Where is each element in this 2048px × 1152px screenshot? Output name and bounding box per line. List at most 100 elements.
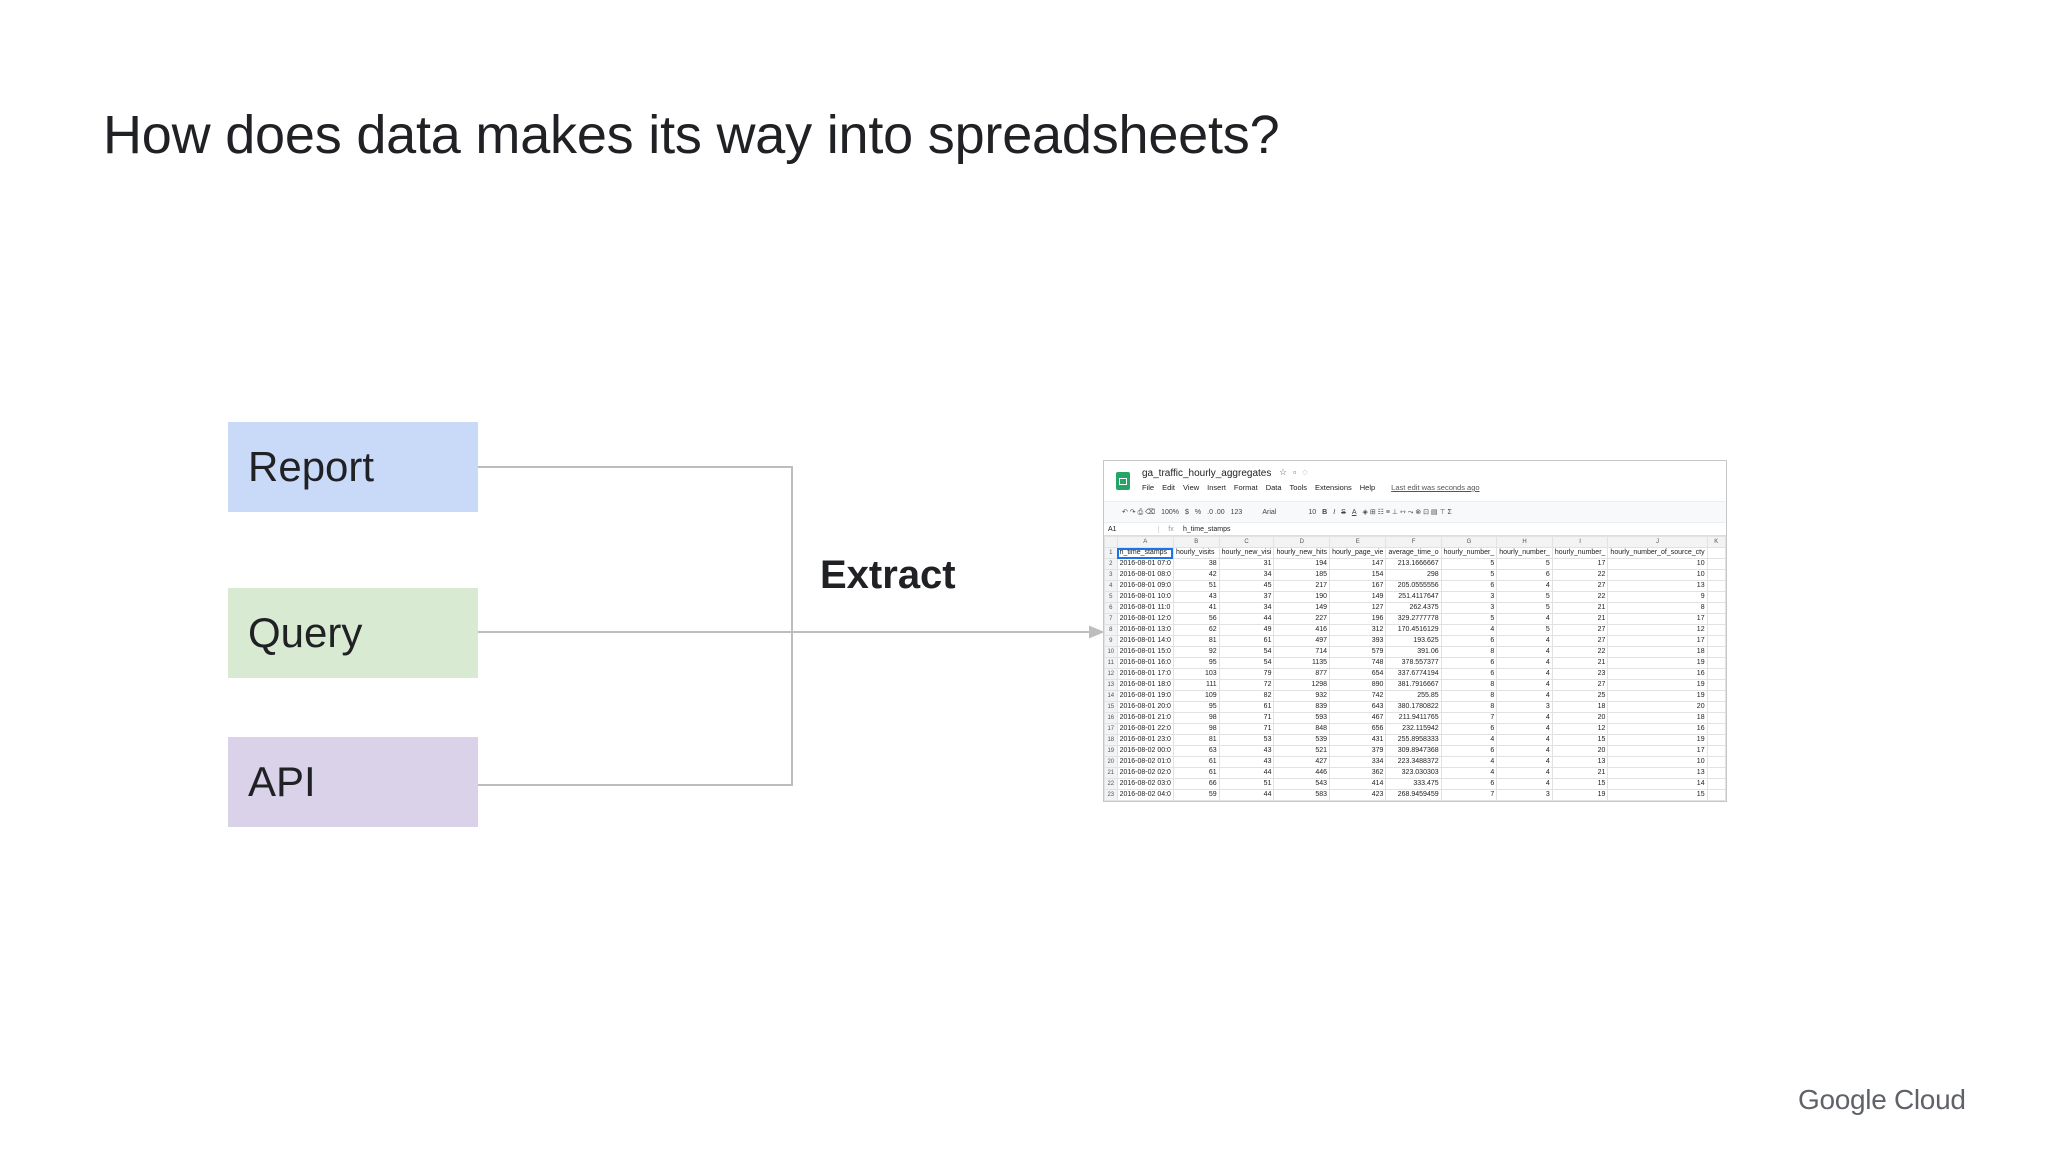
table-cell: 8	[1440, 679, 1498, 691]
table-cell: 4	[1496, 756, 1553, 768]
table-cell: 2016-08-01 17:0	[1116, 668, 1174, 680]
currency-button: $	[1184, 508, 1189, 516]
sheet-menu-item: Format	[1233, 483, 1258, 492]
table-cell	[1706, 778, 1726, 790]
table-cell: 63	[1172, 745, 1220, 757]
table-cell	[1706, 767, 1726, 779]
table-cell: 43	[1172, 591, 1220, 603]
column-header: A	[1116, 536, 1174, 548]
table-cell: 51	[1218, 778, 1275, 790]
column-header: F	[1385, 536, 1442, 548]
table-cell: 22	[1551, 646, 1609, 658]
table-cell: 27	[1551, 679, 1609, 691]
sheet-menu-item: Extensions	[1315, 483, 1352, 492]
row-number: 20	[1104, 756, 1118, 768]
table-cell	[1706, 580, 1726, 592]
bold-button: B	[1322, 508, 1328, 516]
table-cell: 12	[1551, 723, 1609, 735]
table-cell: 44	[1218, 613, 1275, 625]
table-cell: 2016-08-02 01:0	[1116, 756, 1174, 768]
table-cell: 2016-08-01 10:0	[1116, 591, 1174, 603]
table-cell: 4	[1496, 767, 1553, 779]
table-cell: 323.030303	[1385, 767, 1442, 779]
row-number: 21	[1104, 767, 1118, 779]
header-cell: hourly_new_hits	[1273, 547, 1331, 559]
formula-value: h_time_stamps	[1183, 525, 1231, 533]
table-cell: 14	[1607, 778, 1708, 790]
table-cell: 2016-08-01 18:0	[1116, 679, 1174, 691]
table-cell: 43	[1218, 756, 1275, 768]
table-cell: 932	[1273, 690, 1331, 702]
table-cell: 6	[1440, 657, 1498, 669]
zoom-select: 100%	[1161, 508, 1179, 516]
source-report-box: Report	[228, 422, 478, 512]
table-cell: 262.4375	[1385, 602, 1442, 614]
table-cell: 10	[1607, 558, 1708, 570]
table-cell: 17	[1607, 635, 1708, 647]
table-cell: 5	[1440, 569, 1498, 581]
undo-icon: ↶ ↷ ⎙ ⌫	[1122, 508, 1156, 516]
sheet-file-name: ga_traffic_hourly_aggregates	[1142, 468, 1272, 479]
table-cell: 193.625	[1385, 635, 1442, 647]
row-number: 12	[1104, 668, 1118, 680]
table-cell: 98	[1172, 712, 1220, 724]
grid-corner	[1104, 536, 1118, 548]
table-cell: 2016-08-01 20:0	[1116, 701, 1174, 713]
column-header: J	[1607, 536, 1708, 548]
table-cell: 205.0555556	[1385, 580, 1442, 592]
table-cell: 5	[1440, 558, 1498, 570]
table-cell: 66	[1172, 778, 1220, 790]
table-cell: 4	[1496, 613, 1553, 625]
table-cell: 45	[1218, 580, 1275, 592]
table-cell	[1706, 635, 1726, 647]
column-header: H	[1496, 536, 1553, 548]
table-cell: 6	[1440, 580, 1498, 592]
table-cell: 61	[1218, 635, 1275, 647]
table-cell: 2016-08-01 22:0	[1116, 723, 1174, 735]
table-cell: 37	[1218, 591, 1275, 603]
table-cell: 2016-08-01 08:0	[1116, 569, 1174, 581]
column-header: I	[1551, 536, 1609, 548]
table-cell: 18	[1551, 701, 1609, 713]
table-cell: 4	[1496, 712, 1553, 724]
table-cell: 255.85	[1385, 690, 1442, 702]
decimals-button: .0 .00	[1207, 508, 1225, 516]
table-cell	[1706, 756, 1726, 768]
table-cell: 654	[1329, 668, 1387, 680]
table-cell	[1706, 569, 1726, 581]
table-cell: 41	[1172, 602, 1220, 614]
table-cell: 19	[1607, 657, 1708, 669]
table-cell: 2016-08-01 14:0	[1116, 635, 1174, 647]
row-number: 5	[1104, 591, 1118, 603]
table-cell: 15	[1607, 789, 1708, 801]
table-cell: 81	[1172, 734, 1220, 746]
table-cell: 643	[1329, 701, 1387, 713]
table-cell: 23	[1551, 668, 1609, 680]
table-cell: 19	[1607, 679, 1708, 691]
table-cell: 5	[1440, 613, 1498, 625]
table-cell: 19	[1551, 789, 1609, 801]
row-number: 16	[1104, 712, 1118, 724]
table-cell: 21	[1551, 657, 1609, 669]
table-cell: 27	[1551, 635, 1609, 647]
header-cell: hourly_number_of_source_cty	[1607, 547, 1708, 559]
table-cell: 213.1666667	[1385, 558, 1442, 570]
table-cell	[1706, 712, 1726, 724]
table-cell	[1706, 679, 1726, 691]
table-cell: 79	[1218, 668, 1275, 680]
table-cell: 194	[1273, 558, 1331, 570]
table-cell: 7	[1440, 789, 1498, 801]
sheet-menu-item: View	[1183, 483, 1200, 492]
table-cell: 593	[1273, 712, 1331, 724]
table-cell: 521	[1273, 745, 1331, 757]
strike-button: S	[1341, 508, 1346, 516]
table-cell: 13	[1551, 756, 1609, 768]
table-cell: 92	[1172, 646, 1220, 658]
row-number: 8	[1104, 624, 1118, 636]
table-cell	[1706, 668, 1726, 680]
table-cell: 232.115942	[1385, 723, 1442, 735]
table-cell: 95	[1172, 657, 1220, 669]
